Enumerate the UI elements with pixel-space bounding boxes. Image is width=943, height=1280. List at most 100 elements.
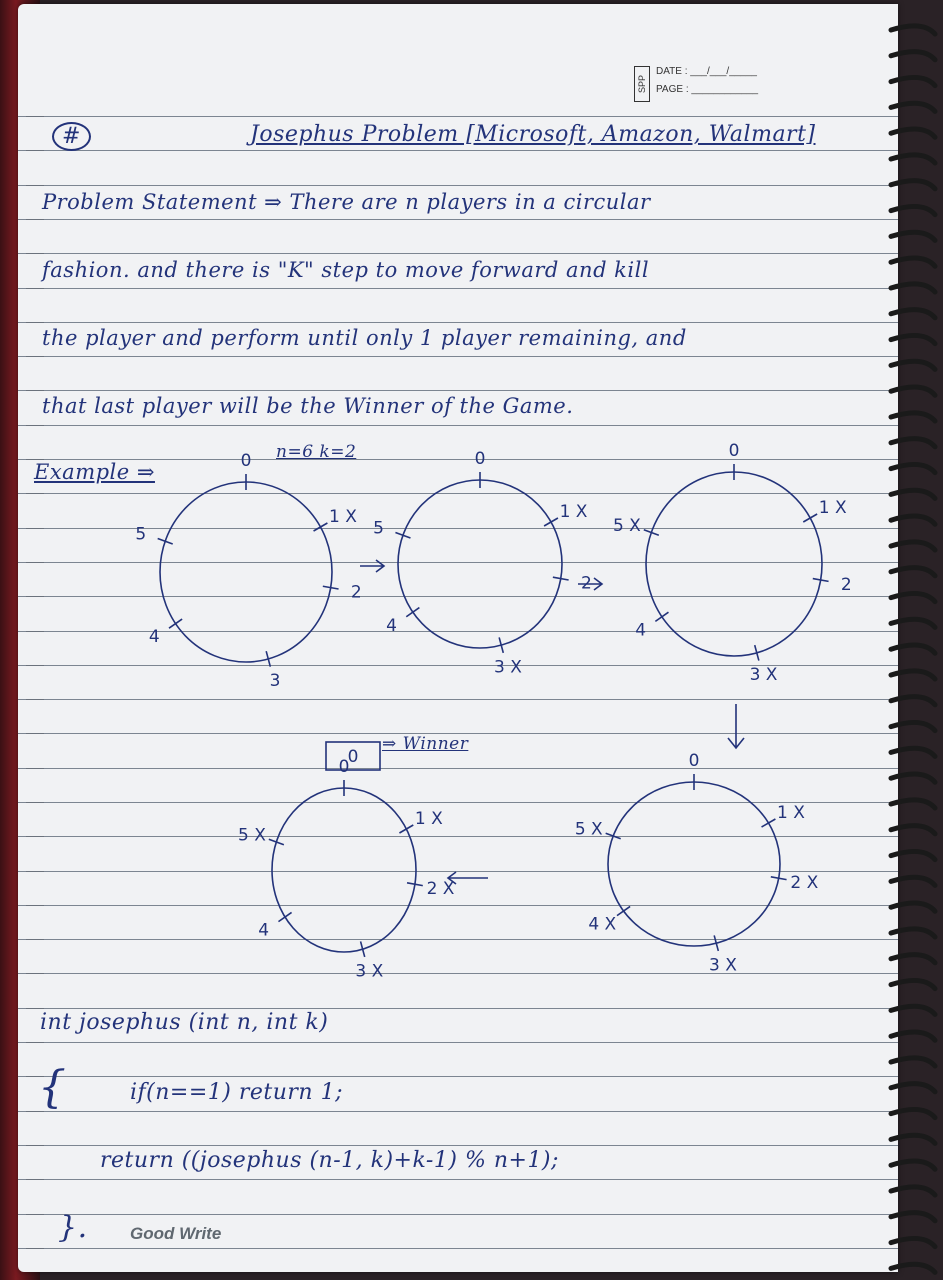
player-label: 5: [135, 525, 146, 545]
spiral-ring: [888, 1081, 938, 1095]
spiral-ring: [888, 255, 938, 269]
spiral-ring: [888, 848, 938, 863]
spiral-ring: [888, 616, 938, 630]
code-open-brace: {: [38, 1062, 67, 1113]
player-circle: [645, 471, 823, 657]
transition-arrows: [325, 559, 745, 885]
ruled-line: [18, 219, 898, 220]
player-tick: [399, 824, 414, 834]
ruled-line: [18, 185, 898, 186]
player-label: 0: [689, 751, 700, 771]
player-label: 4: [149, 627, 160, 647]
player-tick: [265, 650, 272, 667]
ruled-line: [18, 905, 898, 906]
margin-dash: [26, 253, 44, 254]
player-tick: [713, 935, 720, 952]
player-label: 1 X: [777, 803, 805, 823]
page-header: SPP DATE : ___/___/_____ PAGE : ________…: [634, 62, 834, 104]
player-label: 0: [241, 451, 252, 471]
spiral-ring: [888, 1003, 938, 1017]
player-label: 4 X: [588, 915, 616, 935]
margin-dash: [26, 493, 44, 494]
ruled-line: [18, 425, 898, 426]
winner-value: 0: [348, 747, 359, 767]
ruled-line: [18, 973, 898, 974]
player-label: 3: [270, 671, 281, 691]
margin-dash: [26, 150, 44, 151]
margin-dash: [26, 219, 44, 220]
margin-dash: [26, 459, 44, 460]
player-circle: [271, 787, 417, 953]
player-label: 2 X: [427, 879, 455, 899]
ruled-line: [18, 871, 898, 872]
notebook-page: SPP DATE : ___/___/_____ PAGE : ________…: [18, 4, 898, 1272]
spiral-ring: [888, 229, 938, 243]
spiral-ring: [888, 668, 938, 682]
spiral-ring: [888, 1106, 938, 1121]
diagram-step-1: 0 1 X 2 3 4 5: [135, 451, 361, 691]
spiral-ring: [888, 358, 938, 372]
spiral-ring: [888, 461, 938, 476]
player-label: 3 X: [355, 961, 383, 981]
spiral-ring: [888, 332, 938, 347]
player-tick: [278, 911, 293, 923]
player-label: 5: [373, 519, 384, 539]
player-tick: [552, 576, 569, 581]
player-tick: [406, 882, 423, 887]
spiral-ring: [888, 823, 938, 837]
date-field: DATE : ___/___/_____: [656, 66, 757, 77]
spiral-ring: [888, 900, 938, 914]
statement-line-2: fashion. and there is "K" step to move f…: [42, 258, 650, 282]
spiral-ring: [888, 977, 938, 992]
spiral-ring: [888, 642, 938, 656]
margin-dash: [26, 322, 44, 323]
ruled-line: [18, 836, 898, 837]
margin-dash: [26, 390, 44, 391]
ruled-line: [18, 699, 898, 700]
spiral-ring: [888, 874, 938, 888]
ruled-line: [18, 596, 898, 597]
diagram-step-2: 01 X23 X45: [373, 449, 592, 677]
player-label: 1 X: [560, 502, 588, 522]
margin-dash: [26, 1214, 44, 1215]
arrow-left-icon: [446, 871, 488, 885]
spiral-ring: [888, 23, 938, 37]
margin-dash: [26, 768, 44, 769]
spiral-ring: [888, 926, 938, 940]
statement-line-3: the player and perform until only 1 play…: [42, 326, 687, 350]
player-label: 4: [258, 921, 269, 941]
player-tick: [498, 637, 505, 654]
ruled-line: [18, 528, 898, 529]
player-tick: [395, 531, 411, 539]
spiral-ring: [888, 178, 938, 192]
margin-dash: [26, 288, 44, 289]
arrow-right-icon: [360, 559, 386, 573]
ruled-line: [18, 802, 898, 803]
player-tick: [168, 618, 183, 629]
player-tick: [313, 522, 328, 532]
ruled-line: [18, 733, 898, 734]
player-tick: [753, 644, 760, 661]
spiral-ring: [888, 1261, 938, 1275]
code-signature: int josephus (int n, int k): [40, 1010, 329, 1035]
player-label: 3 X: [494, 657, 522, 677]
player-tick: [268, 838, 285, 846]
margin-dash: [26, 939, 44, 940]
player-label: 1 X: [329, 507, 357, 527]
margin-dash: [26, 631, 44, 632]
spiral-ring: [888, 1029, 938, 1043]
margin-dash: [26, 116, 44, 117]
player-tick: [802, 513, 818, 523]
spiral-ring: [888, 1132, 938, 1146]
player-tick: [812, 577, 829, 583]
player-label: 2: [351, 582, 362, 602]
player-tick: [322, 585, 339, 590]
ruled-line: [18, 390, 898, 391]
section-mark: #: [52, 122, 91, 151]
winner-label: ⇒ Winner: [382, 734, 469, 754]
spiral-ring: [888, 487, 938, 501]
ruled-line: [18, 1179, 898, 1180]
ruled-line: [18, 1214, 898, 1215]
spiral-ring: [888, 565, 938, 579]
statement-line-4: that last player will be the Winner of t…: [42, 394, 574, 418]
